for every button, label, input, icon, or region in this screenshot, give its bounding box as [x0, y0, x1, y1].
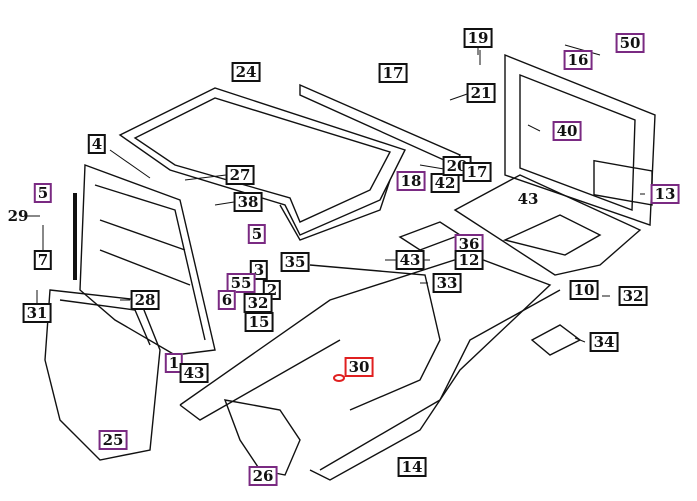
- callout-4: 4: [87, 134, 107, 154]
- callout-26: 26: [248, 466, 278, 486]
- callout-55: 55: [226, 273, 256, 293]
- callout-25: 25: [98, 430, 128, 450]
- callout-50: 50: [615, 33, 645, 53]
- callout-43: 43: [517, 190, 539, 208]
- callout-12: 12: [454, 250, 484, 270]
- seat-base-10: [453, 174, 642, 276]
- callout-17: 17: [462, 162, 492, 182]
- callout-16: 16: [563, 50, 593, 70]
- callout-35: 35: [280, 252, 310, 272]
- plate-34: [530, 324, 582, 356]
- callout-43: 43: [395, 250, 425, 270]
- floor-panel-24: [118, 87, 406, 241]
- callout-7: 7: [33, 250, 53, 270]
- callout-14: 14: [397, 457, 427, 477]
- callout-5: 5: [247, 224, 267, 244]
- callout-13: 13: [650, 184, 680, 204]
- callout-19: 19: [463, 28, 493, 48]
- callout-29: 29: [7, 207, 29, 225]
- callout-38: 38: [233, 192, 263, 212]
- callout-18: 18: [396, 171, 426, 191]
- callout-31: 31: [22, 303, 52, 323]
- callout-5: 5: [33, 183, 53, 203]
- callout-27: 27: [225, 165, 255, 185]
- part-30-marker: [333, 374, 345, 382]
- callout-40: 40: [552, 121, 582, 141]
- callout-42: 42: [430, 173, 460, 193]
- callout-32: 32: [618, 286, 648, 306]
- callout-21: 21: [466, 83, 496, 103]
- callout-32: 32: [243, 293, 273, 313]
- callout-24: 24: [231, 62, 261, 82]
- insulator-26: [223, 399, 301, 476]
- callout-6: 6: [217, 290, 237, 310]
- callout-28: 28: [130, 290, 160, 310]
- callout-30: 30: [344, 357, 374, 377]
- callout-17: 17: [378, 63, 408, 83]
- callout-43: 43: [179, 363, 209, 383]
- callout-15: 15: [244, 312, 274, 332]
- callout-34: 34: [589, 332, 619, 352]
- callout-33: 33: [432, 273, 462, 293]
- callout-10: 10: [569, 280, 599, 300]
- cowl-panel-1: [79, 164, 216, 356]
- plate-36: [398, 221, 462, 251]
- rail-18: [299, 83, 461, 166]
- underbody-14: [179, 254, 561, 481]
